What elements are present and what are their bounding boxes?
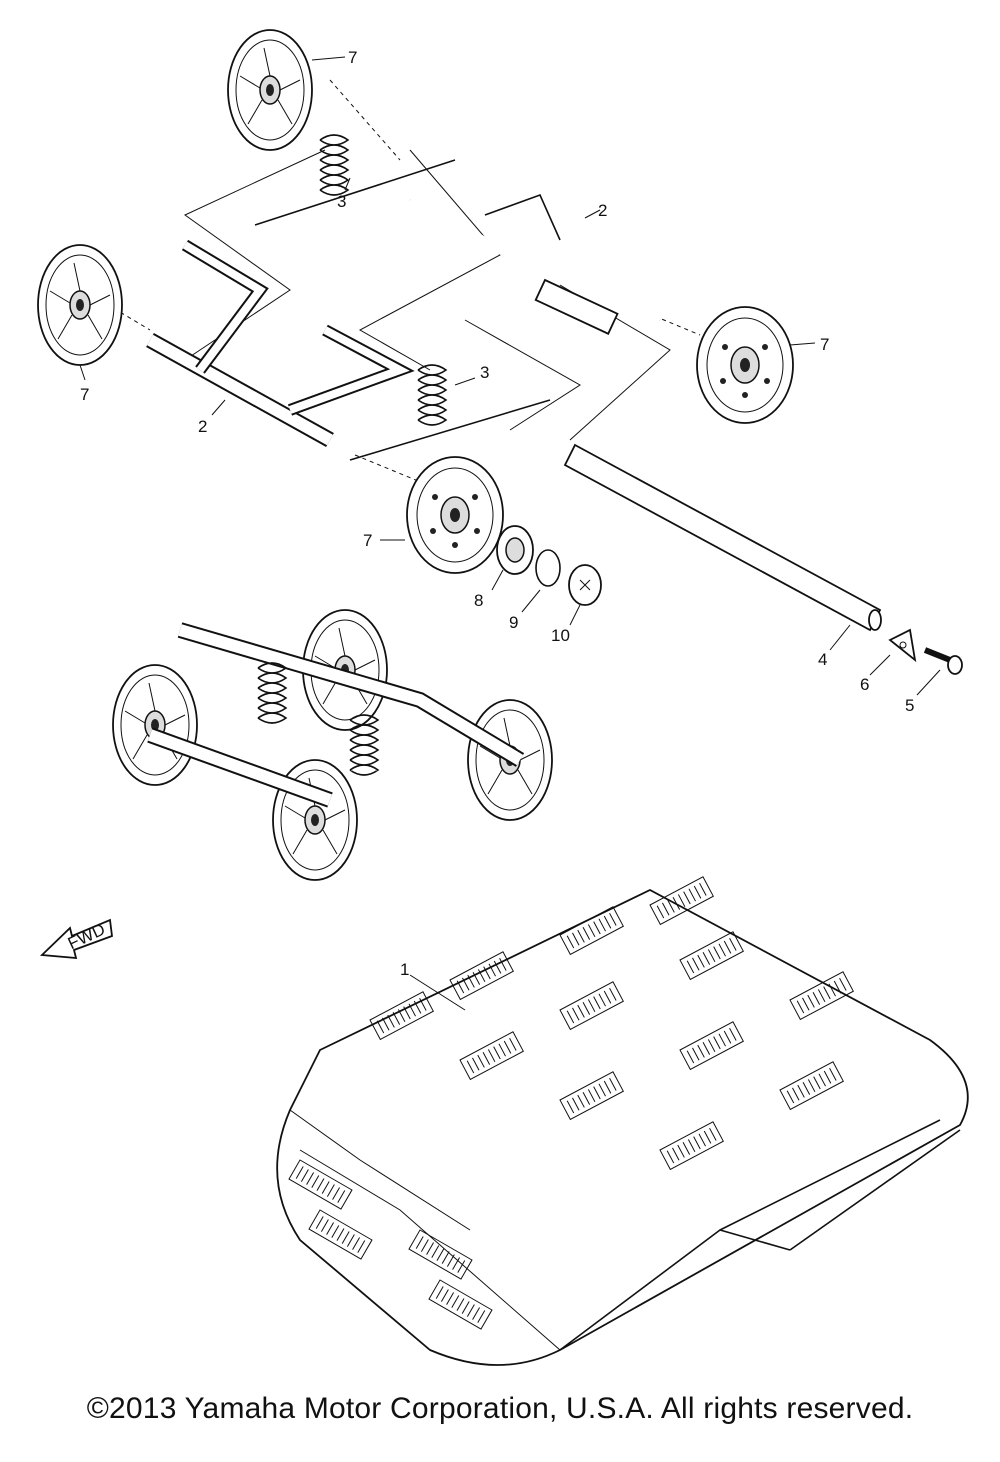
callout-5: 5 (905, 696, 914, 715)
spring-3-top (319, 134, 349, 196)
callout-7-right: 7 (820, 335, 829, 354)
spring-3-middle (417, 364, 447, 426)
fwd-arrow-icon: FWD (39, 918, 113, 960)
spring-rod-top (254, 159, 456, 226)
bolt-5 (923, 647, 963, 675)
wheel-7-center (406, 456, 504, 574)
cap-10 (568, 564, 602, 606)
callout-7-top: 7 (348, 48, 357, 67)
callout-2-lower: 2 (198, 417, 207, 436)
callout-6: 6 (860, 675, 869, 694)
circlip-9 (535, 549, 561, 587)
callout-8: 8 (474, 591, 483, 610)
leader-lines (79, 56, 941, 1011)
wheel-7-right (696, 306, 794, 424)
assembled-suspension (112, 609, 553, 881)
wheel-7-top (227, 29, 313, 151)
wheel-7-left (37, 244, 123, 366)
fwd-label: FWD (65, 920, 108, 954)
callout-labels: 7 3 2 7 7 2 3 7 8 9 10 4 6 5 1 (80, 48, 914, 979)
track-1 (276, 876, 969, 1366)
shaft-4 (563, 443, 882, 632)
callout-3-middle: 3 (480, 363, 489, 382)
copyright-notice: ©2013 Yamaha Motor Corporation, U.S.A. A… (86, 1392, 914, 1425)
callout-10: 10 (551, 626, 570, 645)
callout-4: 4 (818, 650, 827, 669)
callout-9: 9 (509, 613, 518, 632)
callout-3-top: 3 (337, 192, 346, 211)
plate-6 (888, 628, 917, 663)
callout-7-left: 7 (80, 385, 89, 404)
spring-rod-middle (349, 399, 551, 461)
bearing-8 (496, 525, 534, 575)
callout-1: 1 (400, 960, 409, 979)
suspension-arm-2-upper (407, 193, 663, 335)
suspension-arm-2-lower (146, 239, 415, 447)
callout-7-center: 7 (363, 531, 372, 550)
callout-2-upper: 2 (598, 201, 607, 220)
assembly-guide-lines (99, 79, 701, 491)
